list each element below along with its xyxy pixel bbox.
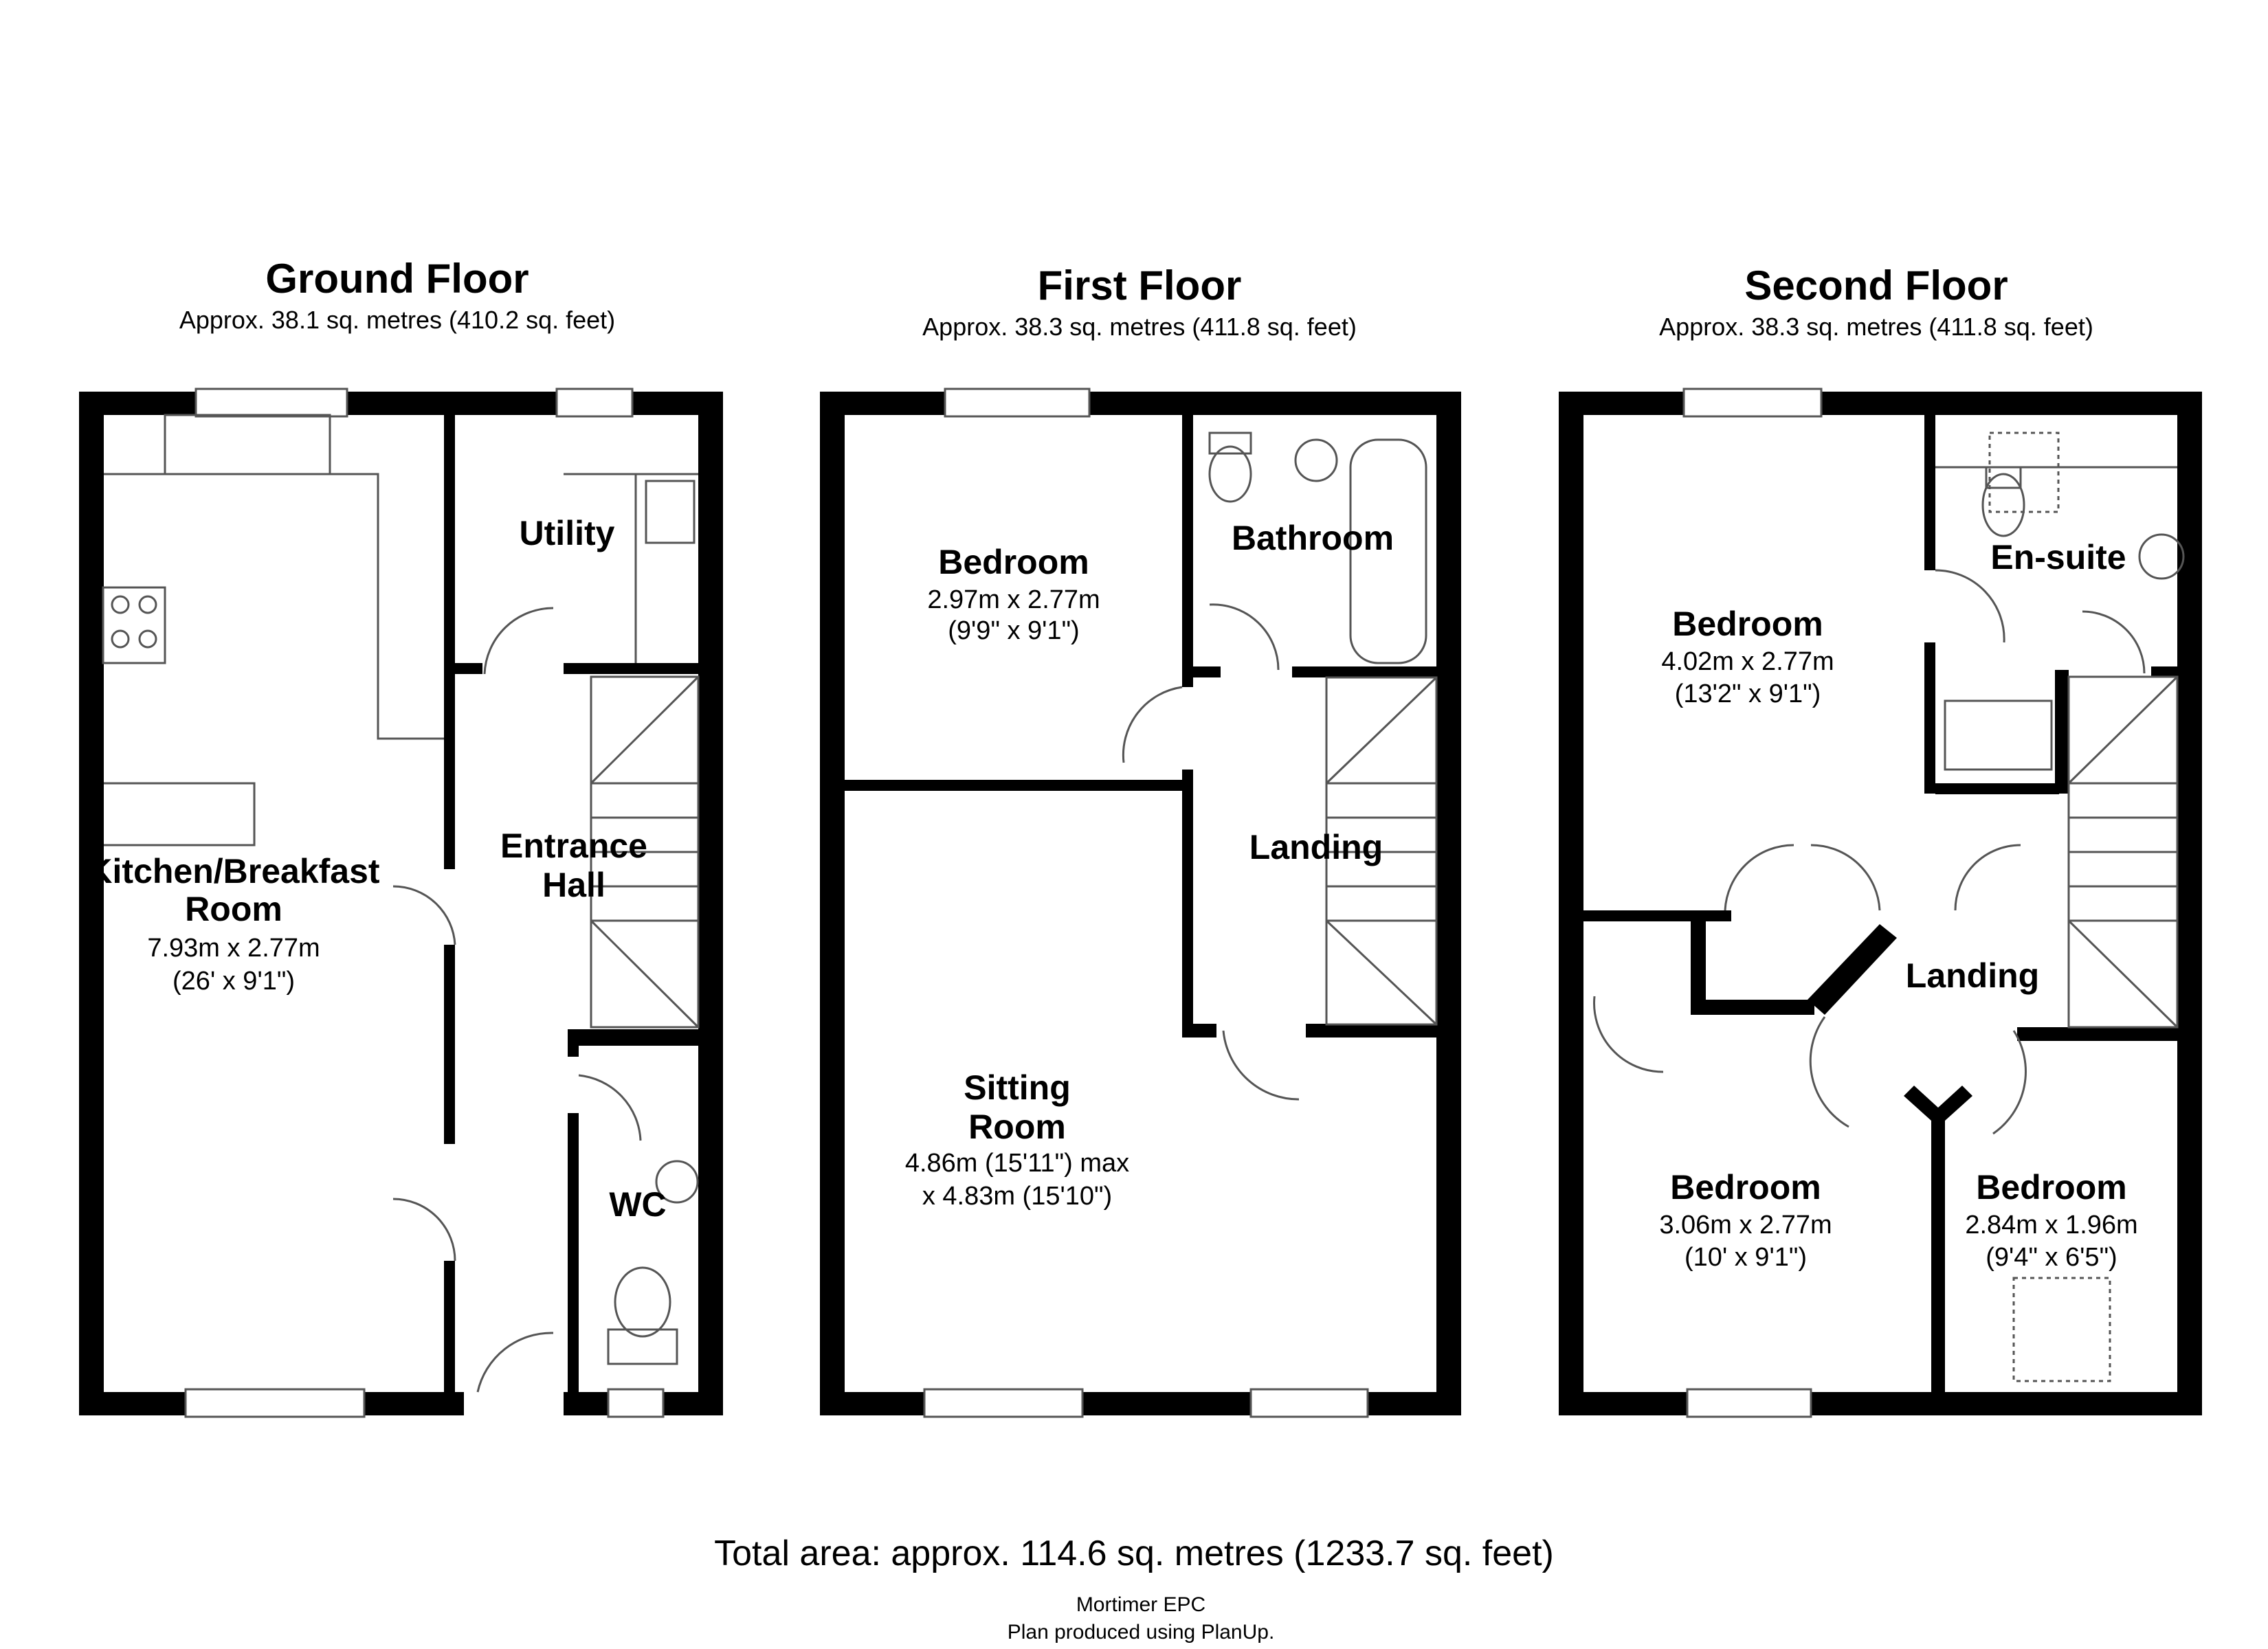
ground-floor-fixtures [102,414,700,1393]
ground-floor-walls [79,392,723,1415]
bedroom-1f-dims-metric: 2.97m x 2.77m [927,585,1100,614]
ground-floor-windows [184,388,665,1418]
ground-floor-area: Approx. 38.1 sq. metres (410.2 sq. feet) [179,306,615,334]
bedroom-1f-dims-imperial: (9'9" x 9'1") [948,616,1079,645]
bedroom-2f-main-dims-metric: 4.02m x 2.77m [1661,647,1834,676]
landing-2f-label: Landing [1906,956,2039,995]
footer: Total area: approx. 114.6 sq. metres (12… [714,1534,1554,1644]
second-floor-windows [1682,388,1823,1418]
bedroom-2f-right-dims-metric: 2.84m x 1.96m [1965,1211,2137,1239]
sitting-room-label-line1: Sitting [964,1068,1071,1107]
en-suite-label: En-suite [1990,538,2126,576]
entrance-hall-label-line1: Entrance [500,827,647,865]
second-floor-plan: Second Floor Approx. 38.3 sq. metres (41… [1559,262,2202,1418]
ground-floor-room-labels: Kitchen/Breakfast Room 7.93m x 2.77m (26… [87,514,666,1224]
landing-1f-label: Landing [1249,828,1383,866]
bedroom-2f-main-dims-imperial: (13'2" x 9'1") [1675,680,1821,708]
second-floor-title: Second Floor [1744,262,2008,309]
first-floor-room-labels: Bedroom 2.97m x 2.77m (9'9" x 9'1") Bath… [905,519,1394,1211]
kitchen-dims-imperial: (26' x 9'1") [173,967,295,996]
sitting-room-dims-line1: 4.86m (15'11") max [905,1149,1129,1178]
sitting-room-dims-line2: x 4.83m (15'10") [922,1182,1112,1211]
first-floor-walls [820,392,1461,1415]
bedroom-2f-left-dims-metric: 3.06m x 2.77m [1659,1211,1832,1239]
first-floor-fixtures [1122,431,1438,1101]
total-area: Total area: approx. 114.6 sq. metres (12… [714,1534,1554,1573]
kitchen-label-line1: Kitchen/Breakfast [87,852,379,890]
first-floor-area: Approx. 38.3 sq. metres (411.8 sq. feet) [922,313,1357,341]
second-floor-fixtures [1593,431,2185,1382]
second-floor-room-labels: Bedroom 4.02m x 2.77m (13'2" x 9'1") En-… [1659,538,2137,1272]
bedroom-2f-right-label: Bedroom [1976,1168,2126,1207]
bedroom-2f-right-dims-imperial: (9'4" x 6'5") [1986,1243,2117,1272]
second-floor-area: Approx. 38.3 sq. metres (411.8 sq. feet) [1659,313,2093,341]
bedroom-2f-main-label: Bedroom [1672,605,1823,643]
agent-name: Mortimer EPC [1076,1593,1205,1616]
bedroom-2f-left-label: Bedroom [1670,1168,1821,1207]
wc-label: WC [609,1185,666,1224]
first-floor-windows [923,388,1369,1418]
ground-floor-title: Ground Floor [265,256,529,302]
plan-credit: Plan produced using PlanUp. [1008,1621,1275,1644]
kitchen-dims-metric: 7.93m x 2.77m [147,934,320,963]
second-floor-walls [1559,392,2202,1415]
bathroom-label: Bathroom [1232,519,1394,557]
utility-label: Utility [520,514,615,552]
kitchen-label-line2: Room [185,890,282,928]
first-floor-title: First Floor [1038,262,1242,309]
first-floor-plan: First Floor Approx. 38.3 sq. metres (411… [820,262,1461,1418]
ground-floor-plan: Ground Floor Approx. 38.1 sq. metres (41… [79,256,723,1418]
bedroom-2f-left-dims-imperial: (10' x 9'1") [1685,1243,1807,1272]
entrance-hall-label-line2: Hall [542,866,605,904]
bedroom-1f-label: Bedroom [938,543,1089,581]
sitting-room-label-line2: Room [968,1108,1066,1146]
